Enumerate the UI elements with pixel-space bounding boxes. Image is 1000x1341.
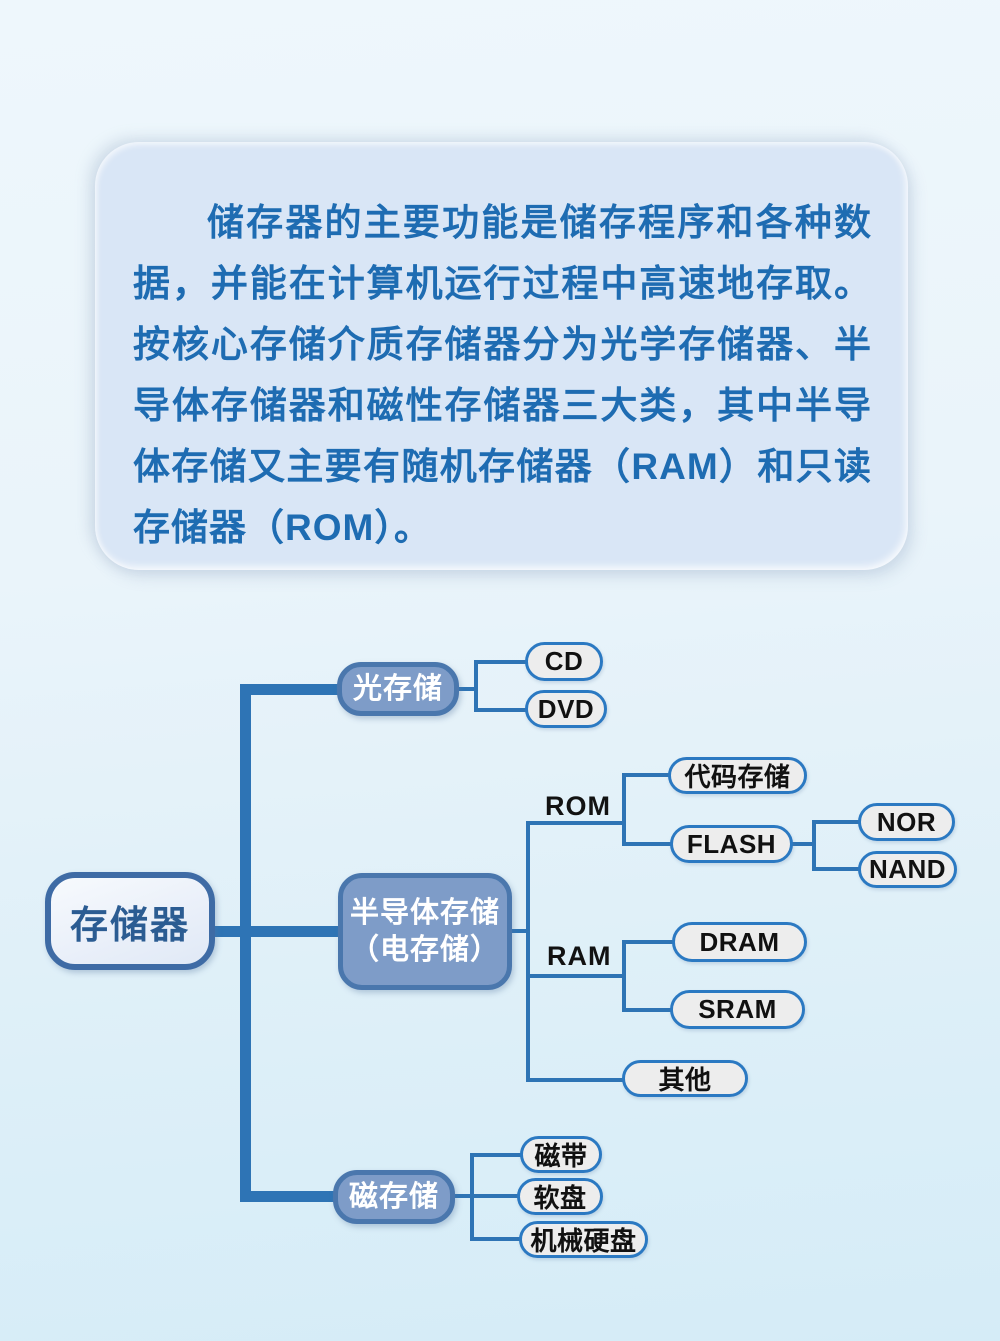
connector-sram-line [622,1008,672,1012]
node-flash: FLASH [670,825,793,863]
node-root-storage: 存储器 [45,872,215,970]
node-magnetic-storage-label: 磁存储 [348,1180,439,1213]
node-code-storage-label: 代码存储 [684,762,791,792]
node-sram: SRAM [670,990,805,1029]
node-dram: DRAM [672,922,807,962]
node-other: 其他 [622,1060,748,1097]
node-dvd: DVD [525,690,607,728]
connector-optical-right [456,687,476,691]
label-rom: ROM [545,791,611,821]
connector-semiconductor-bracket [526,821,530,1082]
connector-flash-right [791,842,814,846]
node-nand: NAND [858,851,957,888]
node-magnetic-storage: 磁存储 [333,1170,455,1224]
node-sram-label: SRAM [698,994,777,1024]
node-optical-storage: 光存储 [337,662,459,716]
node-floppy: 软盘 [517,1178,603,1215]
node-nand-label: NAND [868,854,947,884]
connector-semiconductor-right [510,929,530,933]
node-semiconductor-storage-label-line1: 半导体存储 [349,896,500,929]
connector-trunk-vertical [240,684,251,1202]
connector-floppy-line [470,1194,519,1198]
connector-ram-bracket [622,940,626,1012]
connector-trunk-to-magnetic [240,1191,340,1202]
label-ram: RAM [547,941,612,971]
connector-ram-line [526,974,624,978]
node-semiconductor-storage: 半导体存储 （电存储） [338,873,512,990]
node-flash-label: FLASH [686,828,777,859]
connector-trunk-to-optical [240,684,342,695]
node-cd: CD [525,642,603,681]
intro-paragraph: 储存器的主要功能是储存程序和各种数据，并能在计算机运行过程中高速地存取。按核心存… [133,202,872,548]
node-root-storage-label: 存储器 [69,904,190,947]
node-dvd-label: DVD [537,693,595,724]
node-other-label: 其他 [658,1065,712,1095]
node-hdd-label: 机械硬盘 [530,1226,637,1256]
connector-rom-bracket [622,773,626,846]
node-optical-storage-label: 光存储 [352,672,443,705]
node-cd-label: CD [544,646,584,676]
node-tape-label: 磁带 [534,1141,588,1171]
node-semiconductor-storage-label-line2: （电存储） [349,933,500,966]
connector-nor-line [812,820,860,824]
connector-cd-line [474,660,527,664]
node-code-storage: 代码存储 [668,757,807,794]
connector-dvd-line [474,708,527,712]
node-tape: 磁带 [520,1136,602,1173]
node-floppy-label: 软盘 [533,1183,587,1213]
intro-panel: 储存器的主要功能是储存程序和各种数据，并能在计算机运行过程中高速地存取。按核心存… [95,142,908,570]
connector-flash-line [622,842,672,846]
connector-optical-bracket [474,660,478,712]
connector-rom-line [526,821,624,825]
connector-dram-line [622,940,674,944]
connector-magnetic-right [453,1194,472,1198]
connector-other-line [526,1078,624,1082]
node-nor: NOR [858,803,955,841]
connector-hdd-line [470,1237,521,1241]
node-hdd: 机械硬盘 [519,1221,648,1258]
connector-nand-line [812,867,860,871]
connector-tape-line [470,1153,522,1157]
node-nor-label: NOR [876,806,937,837]
connector-code-storage-line [622,773,670,777]
node-dram-label: DRAM [699,926,780,957]
connector-flash-bracket [812,820,816,871]
connector-root-to-semiconductor [212,926,342,937]
